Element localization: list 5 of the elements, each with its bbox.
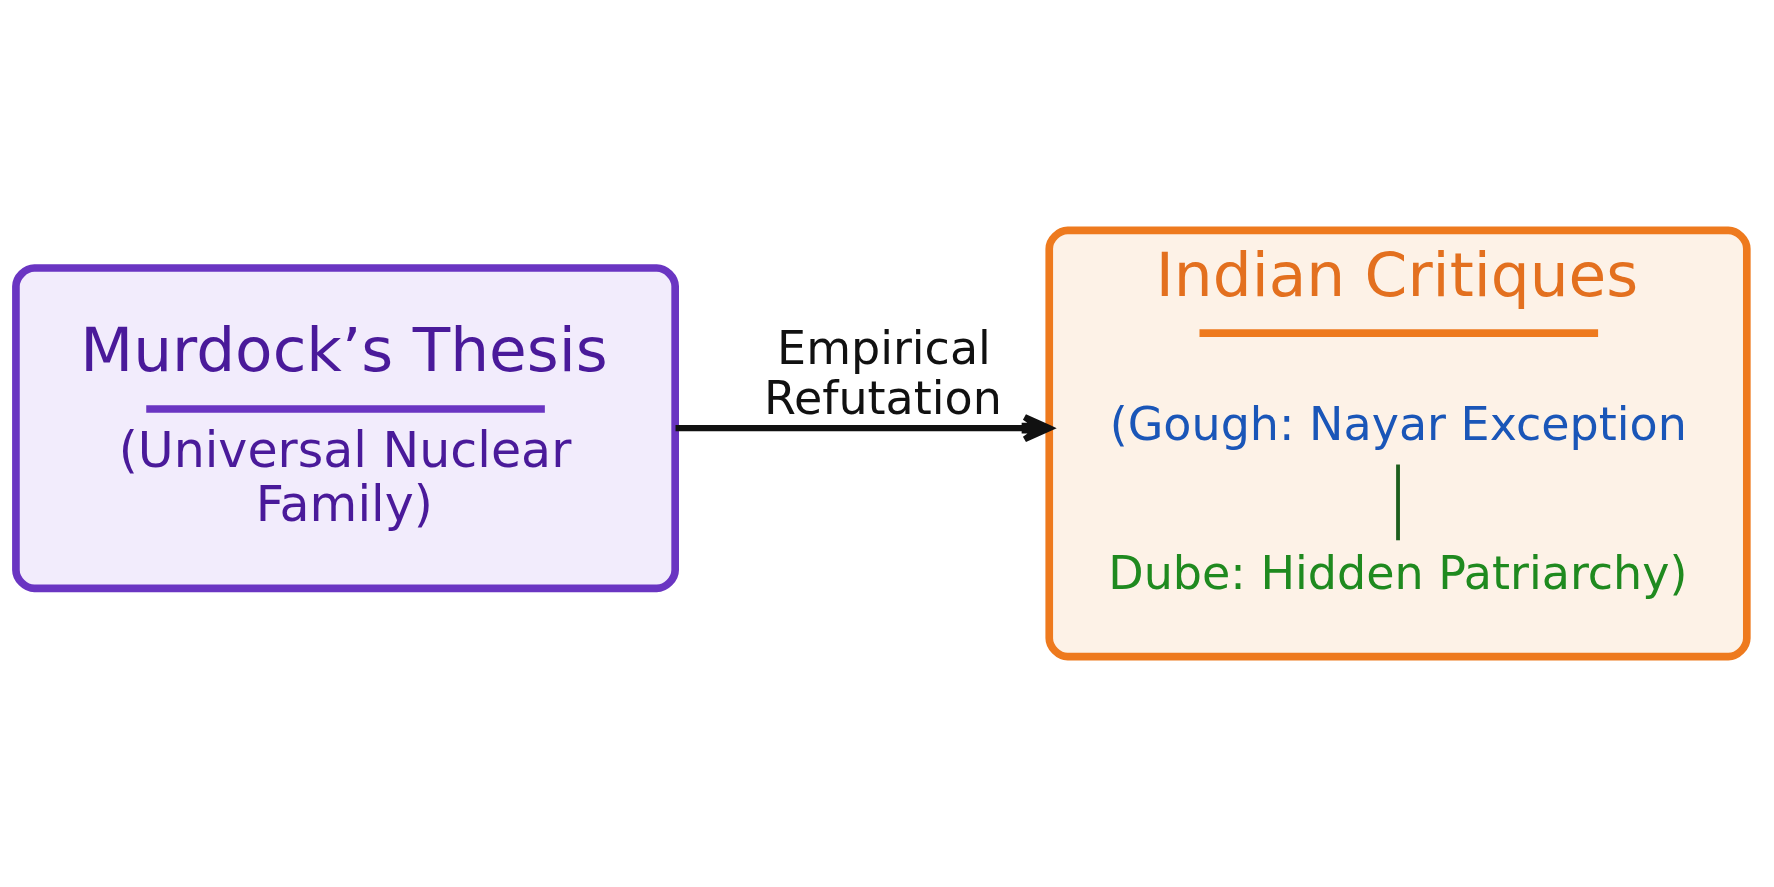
node-box: Murdock’s Thesis (Universal Nuclear Family): [11, 264, 679, 593]
node-text: (Gough: Nayar Exception: [1109, 397, 1687, 452]
node-text: Dube: Hidden Patriarchy): [1107, 546, 1687, 601]
connector: [1395, 464, 1400, 541]
edge-label: Empirical Refutation: [763, 320, 1002, 426]
